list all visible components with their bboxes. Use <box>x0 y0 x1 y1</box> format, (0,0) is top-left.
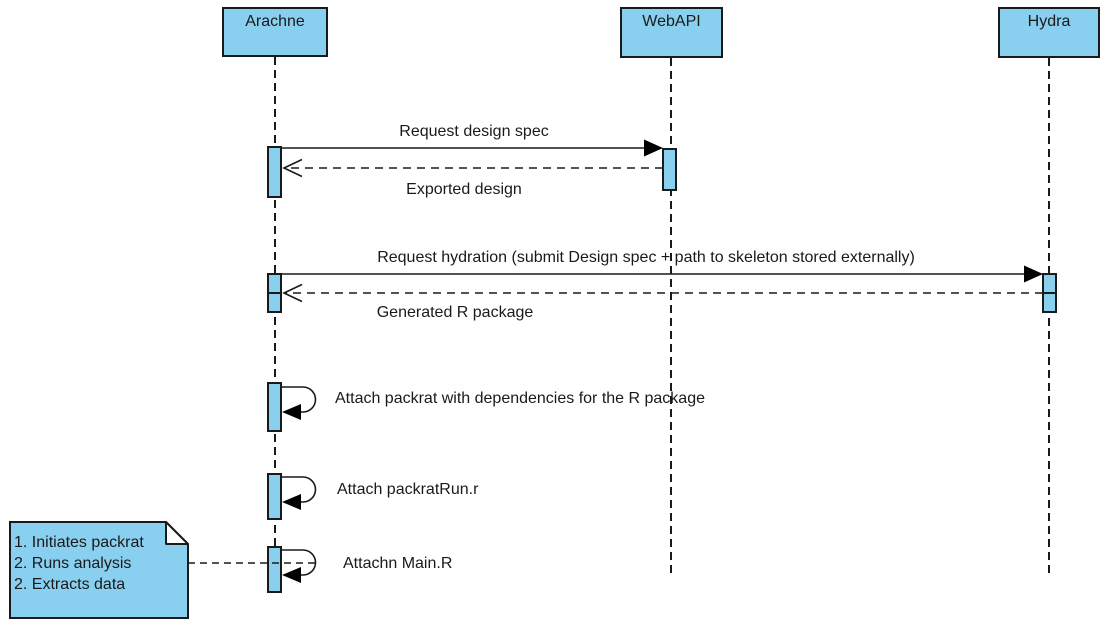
activation-bar-hydra-1 <box>1042 273 1057 294</box>
activation-bar-arachne-1 <box>267 146 282 198</box>
note-fold-corner <box>165 521 189 545</box>
note-text: 1. Initiates packrat 2. Runs analysis 2.… <box>14 532 144 595</box>
message-label-attach-packrat-run: Attach packratRun.r <box>337 481 479 498</box>
activation-bar-arachne-2a <box>267 273 282 294</box>
actor-label-arachne: Arachne <box>245 13 305 30</box>
message-label-exported-design: Exported design <box>406 181 522 198</box>
self-message-loop-attach-packrat-run <box>281 476 317 503</box>
arrowhead-filled-request-design-spec <box>644 139 663 157</box>
arrowhead-open-exported-design <box>282 158 303 178</box>
actor-label-webapi: WebAPI <box>642 13 701 30</box>
activation-bar-arachne-2b <box>267 292 282 313</box>
note-line-1: 1. Initiates packrat <box>14 534 144 551</box>
arrowhead-filled-attach-main <box>282 567 301 583</box>
note-line-2: 2. Runs analysis <box>14 555 132 572</box>
message-label-attach-main: Attachn Main.R <box>343 555 453 572</box>
arrowhead-open-generated-r-package <box>282 283 303 303</box>
activation-bar-hydra-2 <box>1042 292 1057 313</box>
activation-bar-self-2 <box>267 473 282 520</box>
message-label-request-design-spec: Request design spec <box>399 123 549 140</box>
actor-label-hydra: Hydra <box>1027 13 1071 30</box>
self-message-loop-attach-main <box>281 549 317 576</box>
activation-bar-webapi <box>662 148 677 191</box>
note-shape <box>9 521 189 619</box>
self-message-loop-attach-packrat <box>281 386 317 413</box>
actor-box-webapi: WebAPI <box>620 7 723 58</box>
arrowhead-filled-attach-packrat <box>282 404 301 420</box>
message-label-request-hydration: Request hydration (submit Design spec + … <box>377 249 915 266</box>
message-label-attach-packrat: Attach packrat with dependencies for the… <box>335 390 705 407</box>
actor-box-arachne: Arachne <box>222 7 328 57</box>
message-label-generated-r-package: Generated R package <box>376 304 534 321</box>
activation-bar-self-1 <box>267 382 282 432</box>
note-line-3: 2. Extracts data <box>14 576 126 593</box>
activation-bar-self-3 <box>267 546 282 593</box>
arrowhead-filled-attach-packrat-run <box>282 494 301 510</box>
actor-box-hydra: Hydra <box>998 7 1100 58</box>
arrowhead-filled-request-hydration <box>1024 265 1043 283</box>
